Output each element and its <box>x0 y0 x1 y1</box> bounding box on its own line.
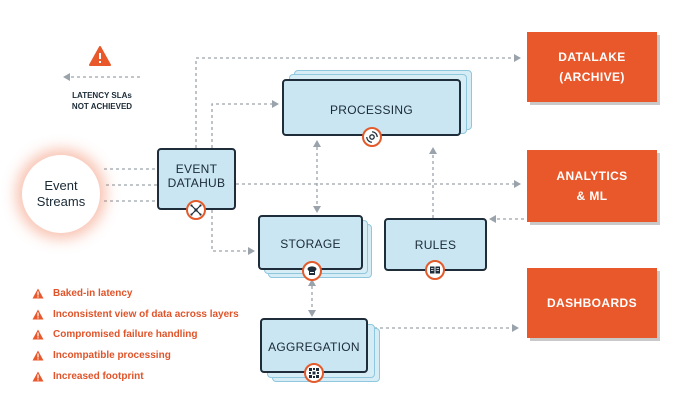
rule-book-icon <box>425 260 445 280</box>
event-datahub-node: EVENT DATAHUB <box>157 148 236 210</box>
warning-icon <box>32 288 44 298</box>
event-datahub-line-1: EVENT <box>175 162 218 176</box>
event-datahub-line-2: DATAHUB <box>167 176 226 190</box>
issue-item: Baked-in latency <box>32 286 132 300</box>
warning-line-1: LATENCY SLAs <box>72 91 132 100</box>
processing-node: PROCESSING <box>282 79 461 136</box>
issue-text: Incompatible processing <box>53 349 171 361</box>
processing-label: PROCESSING <box>329 103 413 117</box>
rules-label: RULES <box>414 238 457 252</box>
datalake-archive-output: DATALAKE (ARCHIVE) <box>527 32 657 102</box>
storage-node: STORAGE <box>258 215 363 270</box>
storage-label: STORAGE <box>280 237 341 251</box>
datahub-to-storage <box>211 210 255 255</box>
warning-icon <box>89 46 111 66</box>
issue-item: Incompatible processing <box>32 348 171 362</box>
event-streams-source: Event Streams <box>22 155 100 233</box>
warning-icon <box>32 329 44 339</box>
analytics-ml-output: ANALYTICS & ML <box>527 150 657 222</box>
dashboards-label: DASHBOARDS <box>546 296 637 310</box>
grid-aggregate-icon <box>304 363 324 383</box>
gear-cycle-icon <box>362 127 382 147</box>
latency-warning-label: LATENCY SLAs NOT ACHIEVED <box>62 90 142 112</box>
issue-text: Compromised failure handling <box>53 328 198 340</box>
warning-line-2: NOT ACHIEVED <box>71 102 133 111</box>
database-cloud-icon <box>302 261 322 281</box>
issue-text: Inconsistent view of data across layers <box>53 308 239 320</box>
issue-item: Inconsistent view of data across layers <box>32 307 239 321</box>
datahub-to-datalake <box>195 54 521 148</box>
hub-icon <box>186 200 206 220</box>
datahub-to-processing <box>211 100 279 148</box>
issue-item: Increased footprint <box>32 369 144 383</box>
aggregation-label: AGGREGATION <box>268 340 360 354</box>
datalake-line-2: (ARCHIVE) <box>559 70 625 84</box>
datalake-line-1: DATALAKE <box>558 50 626 64</box>
issue-item: Compromised failure handling <box>32 327 197 341</box>
dashboards-output: DASHBOARDS <box>527 268 657 338</box>
issue-text: Increased footprint <box>53 370 144 382</box>
event-streams-line-2: Streams <box>36 194 86 209</box>
analytics-line-2: & ML <box>576 189 608 203</box>
issue-text: Baked-in latency <box>53 287 133 299</box>
analytics-line-1: ANALYTICS <box>556 169 628 183</box>
rules-node: RULES <box>384 218 487 271</box>
warning-icon <box>32 371 44 381</box>
warning-icon <box>32 309 44 319</box>
event-streams-line-1: Event <box>44 178 78 193</box>
warning-icon <box>32 350 44 360</box>
